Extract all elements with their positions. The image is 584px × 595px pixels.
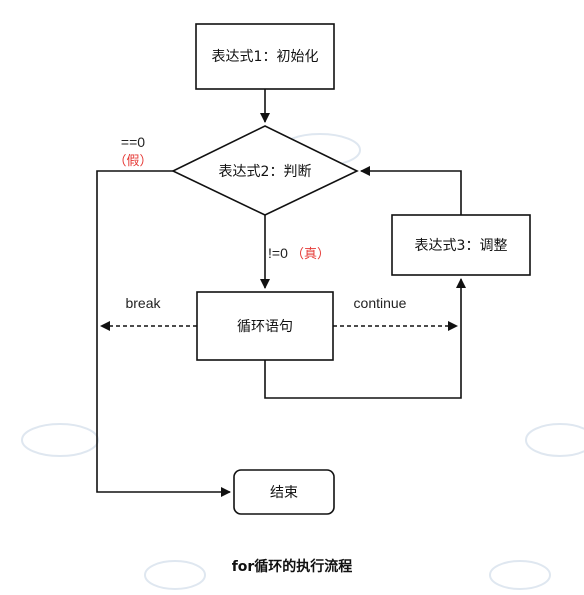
label-false-text: （假） xyxy=(113,154,152,169)
label-false-value: ==0 xyxy=(121,134,145,150)
node-adjust: 表达式3：调整 xyxy=(391,214,531,276)
label-true-value: !=0 xyxy=(268,245,288,261)
node-adjust-label: 表达式3：调整 xyxy=(415,238,508,254)
edge-adjust-to-condition xyxy=(360,166,462,215)
node-loop-body-label: 循环语句 xyxy=(237,319,293,335)
label-break: break xyxy=(125,295,161,311)
edge-condition-to-end xyxy=(96,170,231,497)
node-init-label: 表达式1：初始化 xyxy=(212,48,319,65)
node-condition: 表达式2：判断 xyxy=(171,125,359,216)
watermark xyxy=(21,133,584,590)
label-true-text: （真） xyxy=(291,247,330,262)
node-end-label: 结束 xyxy=(270,485,298,501)
edge-body-to-adjust xyxy=(264,278,466,399)
node-loop-body: 循环语句 xyxy=(196,291,334,361)
diagram-caption: for循环的执行流程 xyxy=(231,559,353,575)
node-init: 表达式1：初始化 xyxy=(195,23,335,90)
label-continue: continue xyxy=(354,295,407,311)
node-condition-label: 表达式2：判断 xyxy=(219,164,312,180)
edges xyxy=(96,89,466,497)
node-end: 结束 xyxy=(233,469,335,515)
